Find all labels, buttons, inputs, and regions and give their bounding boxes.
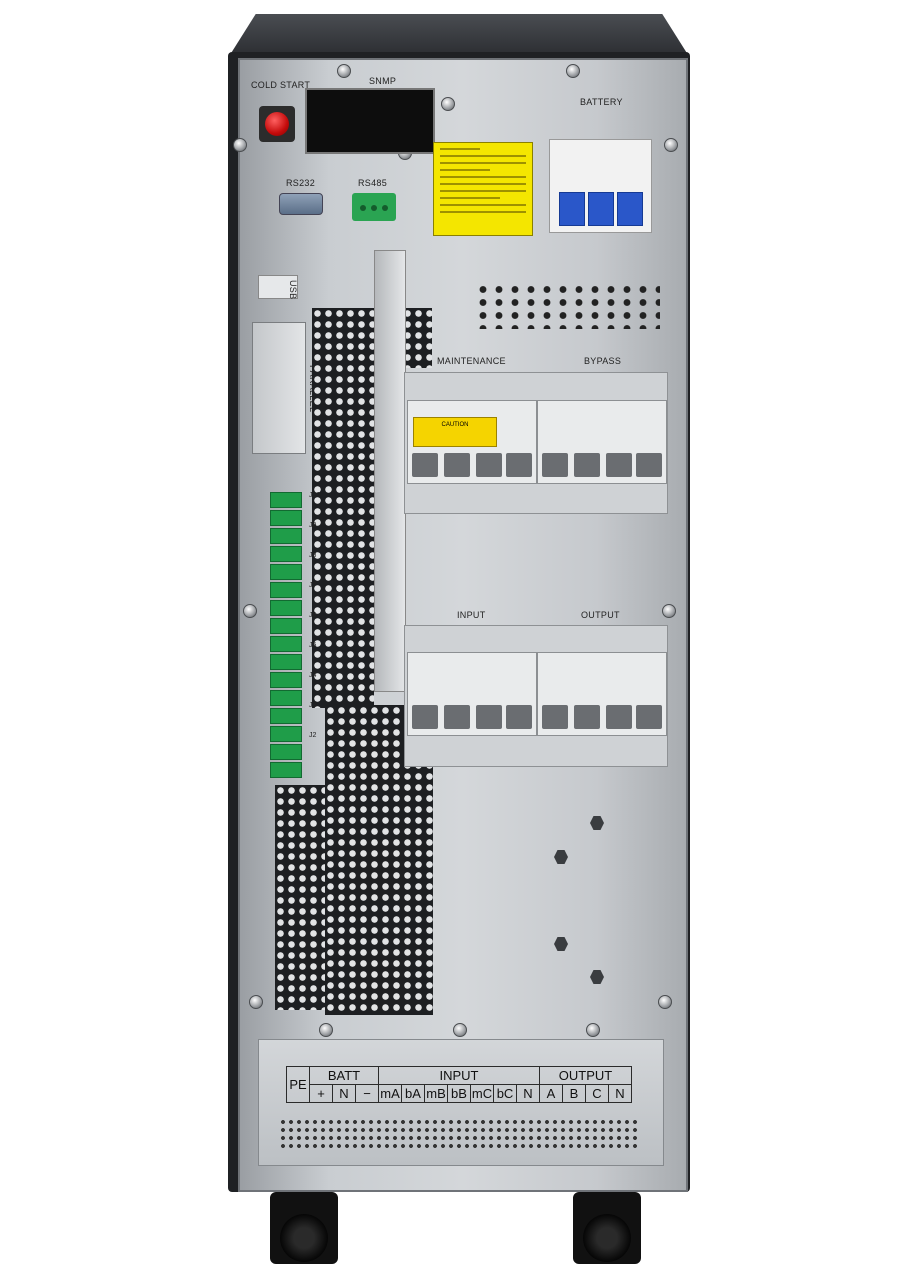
parallel-port[interactable] xyxy=(252,322,306,454)
screw xyxy=(249,995,263,1009)
terminal-label: N xyxy=(332,1084,356,1103)
connector-label: J2 xyxy=(309,732,317,739)
terminal-strip: PE BATT INPUT OUTPUT + N − mA bA mB bB m… xyxy=(258,1039,664,1166)
terminal-label: mA xyxy=(378,1084,402,1103)
perforated-vent xyxy=(312,308,374,708)
connector-label: J8 xyxy=(309,552,317,559)
terminal-label: bA xyxy=(401,1084,425,1103)
terminal-label: A xyxy=(539,1084,563,1103)
cold-start-label: COLD START xyxy=(251,80,311,90)
connector-label: J4 xyxy=(309,672,317,679)
terminal-label: B xyxy=(562,1084,586,1103)
connector-label: J7 xyxy=(309,582,317,589)
caster-wheel xyxy=(270,1192,338,1264)
terminal-label: N xyxy=(516,1084,540,1103)
connector-label: J10 xyxy=(309,492,321,499)
terminal-label: mC xyxy=(470,1084,494,1103)
caster-wheel xyxy=(573,1192,641,1264)
screw xyxy=(441,97,455,111)
output-breaker[interactable] xyxy=(537,652,667,736)
snmp-slot[interactable] xyxy=(305,88,435,154)
terminal-label-table: PE BATT INPUT OUTPUT + N − mA bA mB bB m… xyxy=(286,1066,632,1103)
rs485-label: RS485 xyxy=(358,178,388,188)
screw xyxy=(566,64,580,78)
screw xyxy=(337,64,351,78)
hex-nut xyxy=(590,970,604,984)
connector-label: J3 xyxy=(309,702,317,709)
input-breaker[interactable] xyxy=(407,652,537,736)
cold-start-button[interactable] xyxy=(259,106,295,142)
terminal-label: mB xyxy=(424,1084,448,1103)
upper-vent xyxy=(475,283,660,329)
connector-label: J6 xyxy=(309,612,317,619)
rs232-port[interactable] xyxy=(279,193,323,215)
input-header: INPUT xyxy=(378,1066,540,1085)
perforated-vent-left xyxy=(275,785,325,1010)
screw xyxy=(662,604,676,618)
rs232-label: RS232 xyxy=(286,178,316,188)
terminal-label: − xyxy=(355,1084,379,1103)
connector-label: J9 xyxy=(309,522,317,529)
cabinet-top xyxy=(228,14,690,58)
terminal-label: bB xyxy=(447,1084,471,1103)
bottom-vent xyxy=(279,1118,641,1152)
usb-label: USB xyxy=(288,280,298,300)
bypass-label: BYPASS xyxy=(584,356,622,366)
usb-port[interactable] xyxy=(258,275,298,299)
connector-labels: J10 J9 J8 J7 J6 J5 J4 J3 J2 xyxy=(309,492,321,762)
terminal-label: C xyxy=(585,1084,609,1103)
terminal-label: N xyxy=(608,1084,632,1103)
snmp-label: SNMP xyxy=(369,76,397,86)
instruction-sticker xyxy=(433,142,533,236)
pe-label: PE xyxy=(286,1066,310,1103)
bypass-breaker[interactable] xyxy=(537,400,667,484)
hex-nut xyxy=(554,937,568,951)
input-label: INPUT xyxy=(457,610,486,620)
output-header: OUTPUT xyxy=(539,1066,632,1085)
cable-channel xyxy=(374,250,406,692)
dry-contact-terminals xyxy=(270,492,302,780)
maintenance-label: MAINTENANCE xyxy=(437,356,506,366)
perforated-vent-small xyxy=(402,308,432,368)
connector-label: J5 xyxy=(309,642,317,649)
screw xyxy=(586,1023,600,1037)
screw xyxy=(319,1023,333,1037)
screw xyxy=(664,138,678,152)
battery-label: BATTERY xyxy=(580,97,623,107)
hex-nut xyxy=(590,816,604,830)
battery-breaker[interactable] xyxy=(549,139,652,233)
screw xyxy=(453,1023,467,1037)
caution-sticker: CAUTION xyxy=(413,417,497,447)
terminal-label: + xyxy=(309,1084,333,1103)
screw xyxy=(658,995,672,1009)
batt-header: BATT xyxy=(309,1066,379,1085)
screw xyxy=(233,138,247,152)
output-label: OUTPUT xyxy=(581,610,620,620)
hex-nut xyxy=(554,850,568,864)
screw xyxy=(243,604,257,618)
rs485-port[interactable] xyxy=(352,193,396,221)
terminal-label: bC xyxy=(493,1084,517,1103)
